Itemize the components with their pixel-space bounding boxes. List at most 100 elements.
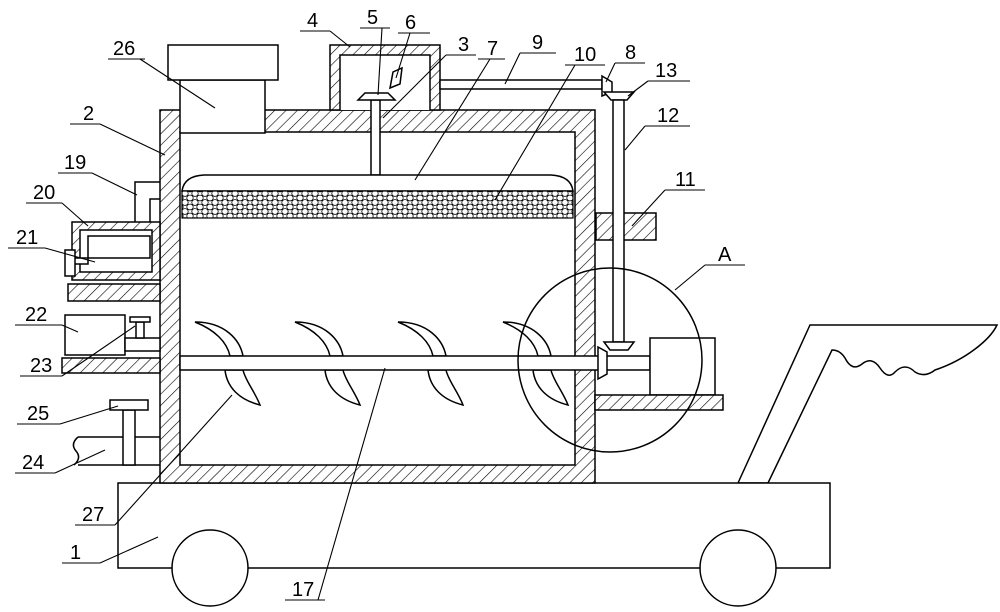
callout-21: 21 [8,227,96,263]
label-13: 13 [655,60,677,82]
callout-10: 10 [494,44,605,201]
label-21: 21 [16,227,38,249]
piston-handle [64,249,76,277]
leader-line [61,324,79,333]
leader-line [414,58,491,181]
shaft-support-block [595,212,657,241]
leader-line [99,123,166,156]
callout-17: 17 [285,367,386,601]
piston [87,235,151,259]
callout-a: A [674,244,745,291]
callout-3: 3 [382,34,476,119]
drive-motor [649,337,716,396]
screw-blade [224,369,262,407]
label-11: 11 [675,169,696,191]
additive-box [64,314,126,356]
label-4: 4 [307,10,318,32]
callouts: 26 2 19 20 21 22 23 [8,7,745,601]
leader-line [395,32,411,79]
label-26: 26 [113,38,135,60]
callout-22: 22 [15,304,79,333]
lower-bevel-gear-horizontal [597,345,608,381]
label-7: 7 [487,38,498,60]
vertical-shaft [370,99,381,176]
label-19: 19 [64,152,86,174]
callout-2: 2 [70,103,166,156]
label-25: 25 [27,403,49,425]
callout-20: 20 [26,182,89,227]
label-22: 22 [25,304,47,326]
screw-blade [427,369,465,407]
leader-line [91,172,138,196]
dome-plate [181,174,574,192]
callout-9: 9 [504,32,556,85]
callout-13: 13 [627,60,690,97]
label-23: 23 [30,355,52,377]
motor-support-plate [594,394,724,411]
upper-bevel-gear-vertical [602,91,636,101]
box-mount-plate [61,357,161,374]
top-frame-inner-edge [339,54,431,110]
callout-27: 27 [75,394,233,526]
label-8: 8 [625,42,636,64]
lower-bevel-gear-vertical [602,341,636,351]
leader-line [504,52,521,85]
leader-line [624,125,646,151]
screw-blades [194,321,570,407]
callout-4: 4 [300,10,351,48]
rear-wheel [699,529,777,607]
leader-line [114,394,233,526]
inlet-valve-cap [129,316,151,323]
leader-line [377,27,383,96]
label-10: 10 [574,44,596,66]
push-handle [736,324,999,484]
callout-7: 7 [414,38,505,181]
callout-11: 11 [631,169,705,227]
screw-blade [532,369,570,407]
label-24: 24 [22,452,44,474]
label-2: 2 [83,103,94,125]
mixing-shaft [179,355,651,371]
callout-23: 23 [20,325,136,377]
leader-line [99,536,159,564]
leader-line [674,264,706,291]
hopper-cap [167,44,279,81]
label-1: 1 [70,542,81,564]
label-17: 17 [292,579,314,601]
callout-5: 5 [360,7,390,96]
callout-12: 12 [624,105,690,151]
callout-25: 25 [17,403,119,425]
leader-line [627,80,649,97]
label-6: 6 [405,12,416,34]
pump-mount-plate [67,283,161,302]
hopper-body [179,79,266,134]
label-27: 27 [82,504,104,526]
callout-8: 8 [605,42,645,83]
callout-1: 1 [62,536,159,564]
feed-pipe [134,181,160,226]
discharge-outlet [72,436,160,466]
inlet-valve-stem [135,321,145,339]
top-frame-inner [340,55,430,110]
leader-line [61,202,89,227]
discharge-valve-cap [109,399,149,411]
leader-line [631,189,666,227]
leader-line [317,367,386,601]
leader-line [494,64,576,201]
leader-line [59,405,119,425]
callout-19: 19 [58,152,138,196]
leader-line [605,62,616,83]
leader-line [44,247,96,263]
leader-line [139,58,216,109]
impeller [356,92,397,101]
detail-circle-a [517,267,703,453]
label-12: 12 [657,105,679,127]
callout-26: 26 [108,38,216,109]
label-20: 20 [33,182,55,204]
front-wheel [171,529,249,607]
leader-line [329,30,351,48]
label-5: 5 [367,7,378,29]
label-9: 9 [532,32,543,54]
additive-inlet-pipe [124,337,161,352]
